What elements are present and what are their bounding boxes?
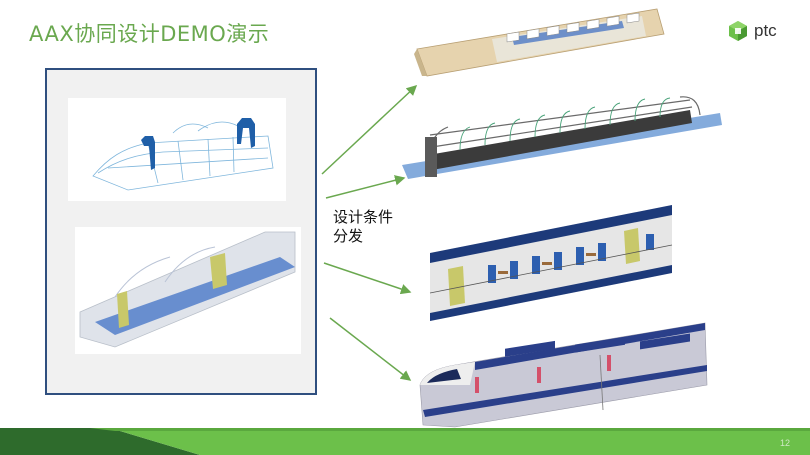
interior-seats-image xyxy=(428,203,674,323)
footer-band xyxy=(0,428,810,455)
arrow-to-frame xyxy=(325,175,406,199)
center-label: 设计条件分发 xyxy=(333,208,394,245)
wireframe-train-image xyxy=(68,98,286,201)
slide-title: AAX协同设计DEMO演示 xyxy=(29,22,270,46)
arrow-to-interior xyxy=(323,262,412,295)
distribution-arrows xyxy=(321,84,418,381)
arrow-to-roof xyxy=(321,84,418,175)
car-body-model-image xyxy=(75,227,301,354)
ptc-logo-icon xyxy=(729,21,747,41)
car-frame-image xyxy=(400,95,725,185)
page-number: 12 xyxy=(779,438,790,448)
logo-text: ptc xyxy=(754,21,777,40)
ptc-logo: ptc xyxy=(727,20,777,42)
train-exterior-image xyxy=(415,315,712,430)
arrow-to-exterior xyxy=(329,317,412,381)
roof-module-image xyxy=(412,4,670,78)
